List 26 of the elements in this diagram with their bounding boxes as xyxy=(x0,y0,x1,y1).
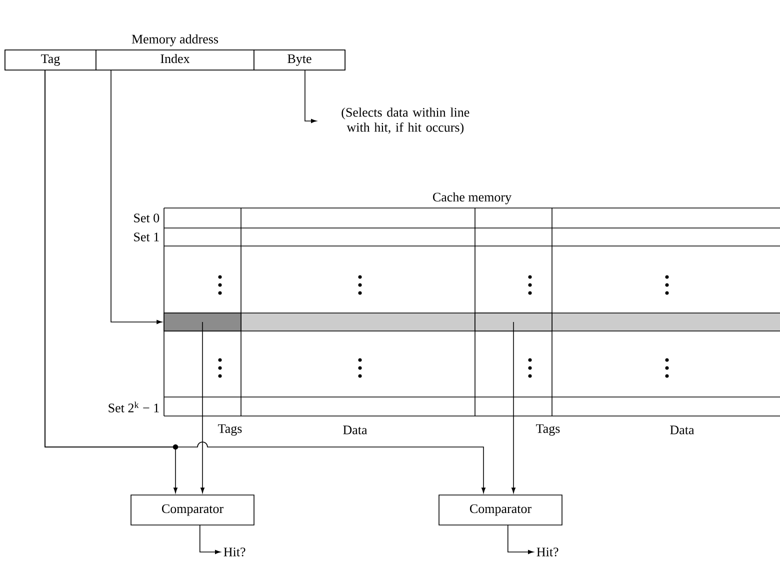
arrow xyxy=(110,70,162,324)
comparator-box: Comparator xyxy=(130,494,254,526)
output-label: Hit? xyxy=(224,548,246,556)
arrow xyxy=(44,70,486,494)
note-text: (Selects data within line with hit, if hit occurs) xyxy=(342,108,470,134)
tag-cell xyxy=(474,312,552,332)
node-label: Cache memory xyxy=(433,192,512,204)
arrow xyxy=(512,322,516,494)
column-label: Tags xyxy=(536,424,560,436)
arrow xyxy=(304,70,316,123)
tag-cell xyxy=(164,312,242,332)
output-label: Hit? xyxy=(536,548,558,556)
arrow xyxy=(507,524,534,554)
arrow xyxy=(199,524,220,554)
row-label: Set 2$^{k}$ − 1 xyxy=(108,402,159,412)
arrow xyxy=(200,322,205,494)
column-label: Data xyxy=(670,426,694,434)
column-label: Data xyxy=(343,426,368,434)
field-box: Index xyxy=(96,50,254,70)
comparator-box: Comparator xyxy=(438,494,562,526)
row-label: Set 1 xyxy=(134,232,159,242)
row-label: Set 0 xyxy=(134,214,160,222)
field-box: Tag xyxy=(4,50,96,70)
field-box: Byte xyxy=(254,50,346,70)
node-label: Memory address xyxy=(132,34,218,46)
column-label: Tags xyxy=(218,424,242,436)
